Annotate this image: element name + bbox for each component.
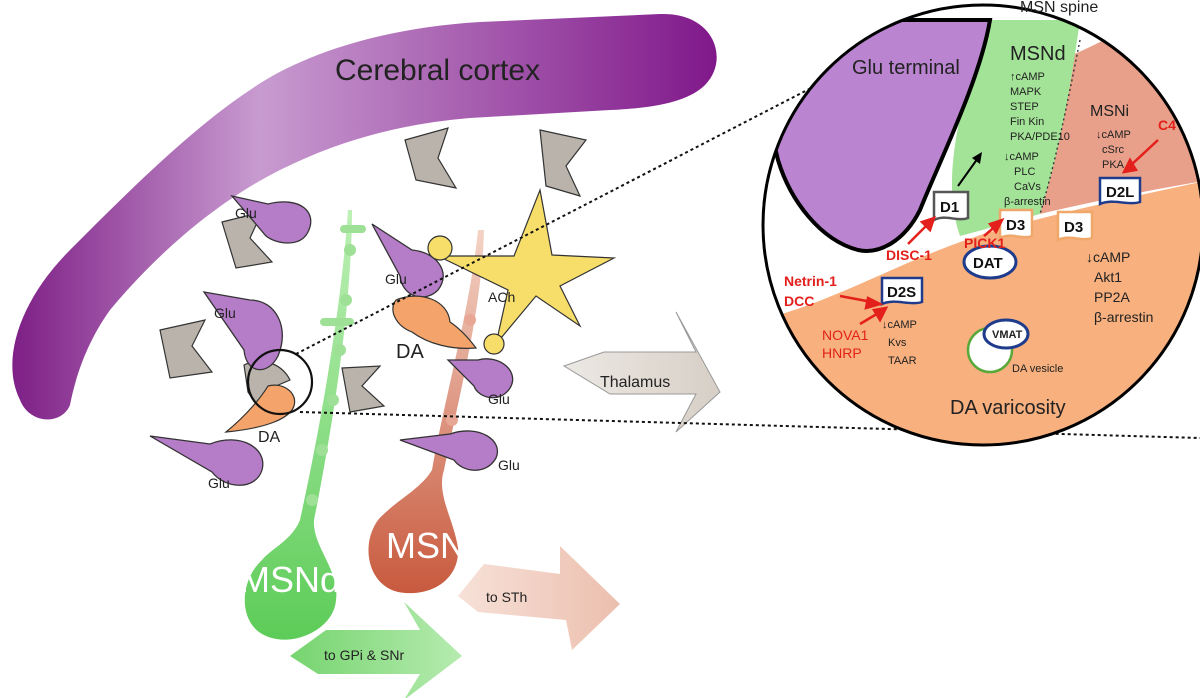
d3v-sig-3: β-arrestin <box>1094 309 1153 325</box>
red-label-dcc: DCC <box>784 293 814 309</box>
msnd-signaling-list: ↑cAMP MAPK STEP Fin Kin PKA/PDE10 <box>1010 71 1070 143</box>
d2s-sig-2: TAAR <box>888 355 917 367</box>
thalamus-label: Thalamus <box>600 374 670 391</box>
glu-terminals <box>149 194 514 486</box>
transporter-dat-label: DAT <box>973 255 1003 272</box>
d3v-sig-2: PP2A <box>1094 289 1130 305</box>
receptor-d3-spine-label: D3 <box>1006 217 1025 234</box>
receptor-d2s-label: D2S <box>887 284 916 301</box>
msnd-d3-signaling-list: ↓cAMP PLC CaVs β-arrestin <box>1004 151 1051 208</box>
d2s-signaling-list: ↓cAMP Kvs TAAR <box>882 319 917 367</box>
msnd-sig-3: Fin Kin <box>1010 116 1044 128</box>
red-arrows <box>839 139 1159 326</box>
msnd-spine-region <box>951 20 1080 236</box>
msni-neuron <box>368 230 484 594</box>
thalamus-arrow <box>562 311 721 433</box>
msni-sig-0: ↓cAMP <box>1096 129 1131 141</box>
msnd-sig-0: ↑cAMP <box>1010 71 1045 83</box>
vmat-label: VMAT <box>992 329 1023 341</box>
msnd-d3-sig-1: PLC <box>1014 166 1035 178</box>
d1-signal-arrow <box>957 157 979 187</box>
cerebral-cortex-shape <box>12 13 717 420</box>
inset-msnd-label: MSNd <box>1010 43 1066 65</box>
d2s-sig-0: ↓cAMP <box>882 319 917 331</box>
ach-interneuron <box>437 187 617 345</box>
receptor-d2l: D2L <box>1098 176 1142 207</box>
inset-circle-border <box>761 3 1200 447</box>
msni-signaling-list: ↓cAMP cSrc PKA <box>1096 129 1131 171</box>
da-varicosity-region <box>763 180 1200 445</box>
transporter-dat: DAT <box>962 244 1018 280</box>
to-sth-label: to STh <box>486 589 527 605</box>
msnd-d3-sig-3: β-arrestin <box>1004 196 1051 208</box>
vmat-transporter <box>982 318 1030 350</box>
receptor-d3-spine: D3 <box>998 208 1034 241</box>
da-label-2: DA <box>258 429 281 446</box>
receptor-d1: D1 <box>932 190 970 223</box>
msnd-spines <box>306 225 366 506</box>
glu-label-4: Glu <box>208 475 230 491</box>
da-label-1: DA <box>396 341 424 363</box>
d3v-sig-0: ↓cAMP <box>1086 249 1130 265</box>
msnd-label: MSNd <box>240 559 340 600</box>
glu-label-2: Glu <box>214 305 236 321</box>
to-gpi-label: to GPi & SNr <box>324 647 404 663</box>
receptor-d3-var-label: D3 <box>1064 219 1083 236</box>
msnd-d3-sig-0: ↓cAMP <box>1004 151 1039 163</box>
receptor-d3-varicosity: D3 <box>1056 210 1094 243</box>
glu-terminal-labels: Glu Glu Glu Glu Glu Glu <box>208 205 520 491</box>
msnd-d3-sig-2: CaVs <box>1014 181 1041 193</box>
msnd-neuron <box>244 210 352 640</box>
msni-sig-1: cSrc <box>1102 144 1125 156</box>
msn-spine-inset <box>763 5 1200 445</box>
msnd-sig-2: STEP <box>1010 101 1039 113</box>
zoom-line-top <box>295 69 847 355</box>
glu-label-3: Glu <box>385 271 407 287</box>
msni-label: MSNi <box>386 525 474 566</box>
receptor-d2l-label: D2L <box>1106 184 1134 201</box>
d3v-sig-1: Akt1 <box>1094 269 1122 285</box>
gpi-snr-arrow <box>290 602 462 698</box>
da-vesicle-label: DA vesicle <box>1012 363 1063 375</box>
receptor-d2s: D2S <box>880 276 924 307</box>
receptor-d1-label: D1 <box>940 199 959 216</box>
red-label-disc1: DISC-1 <box>886 247 932 263</box>
d3-varicosity-signaling-list: ↓cAMP Akt1 PP2A β-arrestin <box>1086 249 1153 325</box>
red-label-pick1: PICK1 <box>964 235 1005 251</box>
msni-sig-2: PKA <box>1102 159 1125 171</box>
msnd-sig-4: PKA/PDE10 <box>1010 131 1070 143</box>
inset-msni-label: MSNi <box>1090 103 1129 120</box>
sth-arrow <box>458 546 620 650</box>
msnd-sig-1: MAPK <box>1010 86 1042 98</box>
zoom-circle <box>246 348 314 416</box>
glu-terminal-label: Glu terminal <box>852 57 960 79</box>
msn-spine-title: MSN spine <box>1020 0 1098 16</box>
red-label-c4: C4 <box>1158 117 1176 133</box>
vmat-vesicle: VMAT DA vesicle <box>966 318 1063 375</box>
red-label-nova1: NOVA1 <box>822 327 869 343</box>
ach-label: ACh <box>488 289 515 305</box>
red-label-hnrp: HNRP <box>822 345 862 361</box>
ach-varicosity-2 <box>483 333 505 355</box>
ach-varicosity-1 <box>427 235 453 261</box>
glu-label-6: Glu <box>498 457 520 473</box>
da-varicosity-label: DA varicosity <box>950 397 1066 419</box>
glu-label-1: Glu <box>235 205 257 221</box>
red-label-netrin: Netrin-1 <box>784 273 837 289</box>
cortex-label: Cerebral cortex <box>335 54 540 87</box>
d2s-sig-1: Kvs <box>888 337 907 349</box>
glu-label-5: Glu <box>488 391 510 407</box>
